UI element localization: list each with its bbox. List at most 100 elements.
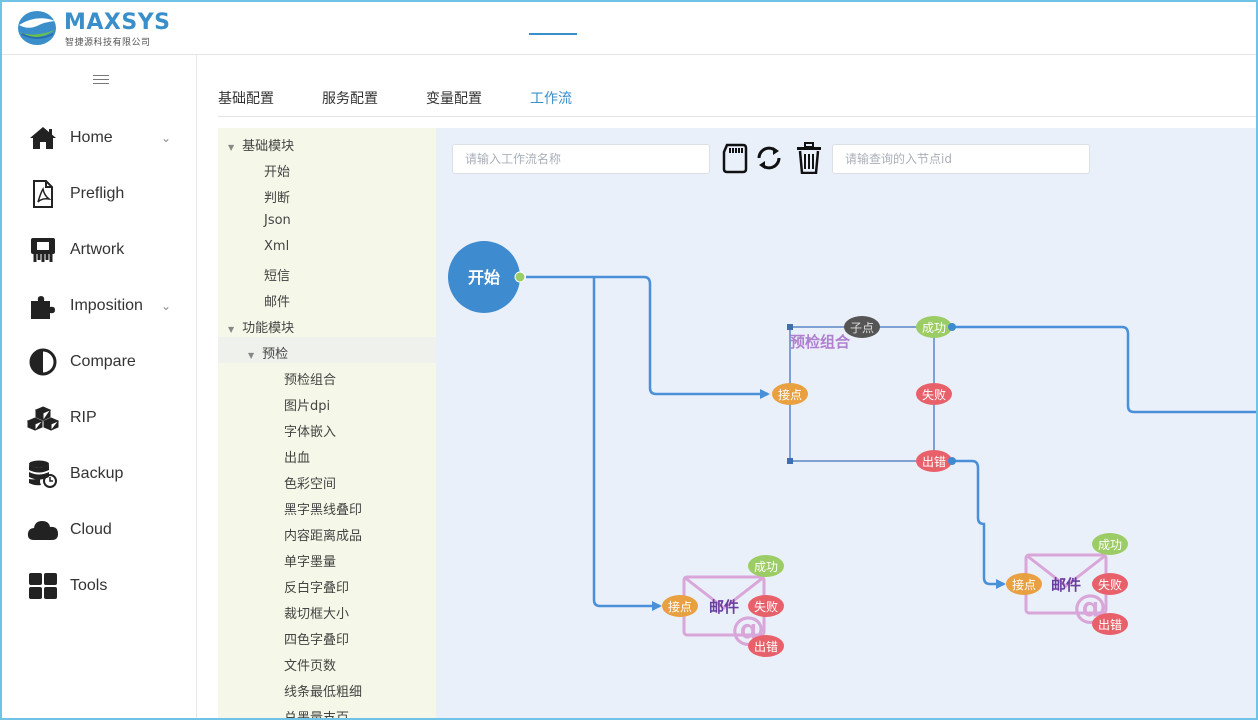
sidebar-item-label: Backup (70, 465, 124, 482)
workflow-name-input[interactable] (452, 144, 710, 174)
workflow-edges (526, 275, 1258, 611)
grid-icon (26, 571, 60, 601)
caret-down-icon: ▼ (248, 351, 255, 360)
sidebar-item-label: Cloud (70, 521, 112, 538)
success-port-label: 成功 (1098, 538, 1122, 552)
edge-start-to-preflight[interactable] (526, 275, 770, 399)
tree-item-reverse-text[interactable]: 反白字叠印 (284, 581, 350, 596)
node-start[interactable]: 开始 (448, 241, 526, 313)
logo-name: MAXSYS (64, 10, 171, 35)
module-tree: ▼基础模块 开始 判断 Json Xml 短信 邮件 ▼功能模块 ▼ 预检 预检组… (218, 128, 436, 720)
sidebar-item-label: Compare (70, 353, 136, 370)
sidebar-item-prefligh[interactable]: Prefligh (0, 172, 196, 216)
sidebar-item-label: Tools (70, 577, 108, 594)
logo-mark-icon (18, 11, 56, 45)
success-port-label: 成功 (922, 321, 946, 335)
tree-item-black-overprint[interactable]: 黑字黑线叠印 (284, 503, 363, 518)
error-port-label: 出错 (1098, 618, 1122, 632)
tree-group-basic[interactable]: ▼基础模块 (228, 135, 294, 154)
fail-port-label: 失败 (754, 599, 778, 614)
cloud-icon (26, 515, 60, 545)
tab-service-config[interactable]: 服务配置 (322, 91, 378, 107)
entry-port-label: 接点 (1012, 577, 1036, 592)
error-port-label: 出错 (754, 640, 778, 654)
entry-port-label: 接点 (778, 387, 802, 402)
success-port-label: 成功 (754, 560, 778, 574)
sidebar-item-tools[interactable]: Tools (0, 564, 196, 608)
chevron-down-icon: ⌄ (161, 299, 172, 313)
tab-variable-config[interactable]: 变量配置 (426, 91, 482, 107)
sidebar-item-imposition[interactable]: Imposition ⌄ (0, 284, 196, 328)
tree-item-json[interactable]: Json (264, 213, 291, 228)
sidebar-item-label: Home (70, 129, 113, 146)
edge-error-to-mail[interactable] (954, 459, 1006, 589)
tree-selection-highlight (218, 337, 436, 363)
edge-start-to-mail[interactable] (592, 277, 662, 611)
tree-item-preflight-combo[interactable]: 预检组合 (284, 373, 337, 388)
cubes-icon (26, 403, 60, 433)
hamburger-menu-icon[interactable] (93, 75, 109, 85)
sidebar-item-compare[interactable]: Compare (0, 340, 196, 384)
tree-group-function[interactable]: ▼功能模块 (228, 317, 294, 336)
sidebar-item-artwork[interactable]: Artwork (0, 228, 196, 272)
tree-item-font-embed[interactable]: 字体嵌入 (284, 425, 337, 440)
node-start-label: 开始 (468, 268, 500, 287)
tree-item-judge[interactable]: 判断 (264, 191, 291, 206)
sidebar-item-backup[interactable]: Backup (0, 452, 196, 496)
node-mail-2[interactable]: @ 邮件 接点 成功 失败 出错 (1006, 533, 1128, 635)
node-preflight-combo[interactable]: 预检组合 子点 接点 成功 失败 出错 (772, 316, 956, 472)
tree-item-line-width[interactable]: 线条最低粗细 (284, 685, 363, 700)
tree-item-bleed[interactable]: 出血 (284, 451, 311, 466)
tree-item-image-dpi[interactable]: 图片dpi (284, 399, 331, 414)
node-mail-label: 邮件 (709, 598, 739, 616)
config-tabs: 基础配置 服务配置 变量配置 工作流 (218, 80, 1258, 117)
error-port-label: 出错 (922, 455, 946, 469)
tree-item-page-count[interactable]: 文件页数 (284, 659, 337, 674)
tree-item-color-space[interactable]: 色彩空间 (284, 477, 337, 492)
tree-item-xml[interactable]: Xml (264, 239, 290, 254)
sidebar-item-label: Artwork (70, 241, 125, 258)
database-icon (26, 459, 60, 489)
sidebar-item-label: Imposition (70, 297, 143, 314)
tree-item-total-ink[interactable]: 总墨量支百 (284, 711, 350, 720)
logo-subtitle: 智捷源科技有限公司 (65, 38, 151, 48)
edge-success-out[interactable] (954, 325, 1258, 414)
tree-item-mail[interactable]: 邮件 (264, 295, 291, 310)
sidebar-item-label: Prefligh (70, 185, 125, 202)
contrast-icon (26, 347, 60, 377)
active-tab-indicator (529, 33, 577, 35)
maxsys-logo[interactable]: MAXSYS 智捷源科技有限公司 (16, 8, 176, 48)
tree-item-single-ink[interactable]: 单字墨量 (284, 555, 337, 570)
entry-port-label: 接点 (668, 599, 692, 614)
node-preflight-combo-label: 预检组合 (790, 333, 851, 351)
sidebar-item-rip[interactable]: RIP (0, 396, 196, 440)
tree-item-trim-size[interactable]: 裁切框大小 (284, 607, 350, 622)
node-mail-1[interactable]: @ 邮件 接点 成功 失败 出错 (662, 555, 784, 657)
workflow-canvas[interactable]: 开始 预检组合 子点 接点 成功 失败 出错 @ 邮件 (436, 128, 1258, 720)
sidebar-item-home[interactable]: Home ⌄ (0, 116, 196, 160)
tree-item-content-distance[interactable]: 内容距离成品 (284, 529, 363, 544)
sub-port-label: 子点 (850, 321, 874, 335)
node-id-search-input[interactable] (832, 144, 1090, 174)
tree-item-start[interactable]: 开始 (264, 165, 291, 180)
tab-workflow[interactable]: 工作流 (530, 91, 572, 107)
sidebar-item-cloud[interactable]: Cloud (0, 508, 196, 552)
caret-down-icon: ▼ (228, 325, 235, 334)
app-header: MAXSYS 智捷源科技有限公司 (0, 0, 1258, 55)
sd-card-icon[interactable] (720, 142, 750, 174)
fail-port-label: 失败 (922, 387, 946, 402)
fail-port-label: 失败 (1098, 577, 1122, 592)
tree-group-preflight[interactable]: ▼ 预检 (248, 343, 288, 362)
trash-icon[interactable] (794, 142, 824, 174)
workflow-graph: 开始 预检组合 子点 接点 成功 失败 出错 @ 邮件 (448, 241, 1258, 657)
sidebar-item-label: RIP (70, 409, 97, 426)
refresh-icon[interactable] (754, 142, 784, 174)
tree-group-label: 预检 (262, 347, 289, 362)
artwork-icon (26, 235, 60, 265)
puzzle-icon (26, 291, 60, 321)
node-mail-label: 邮件 (1051, 576, 1081, 594)
tree-item-cmyk-text[interactable]: 四色字叠印 (284, 633, 350, 648)
tab-basic-config[interactable]: 基础配置 (218, 91, 274, 107)
sidebar: Home ⌄ Prefligh Artwork Imposition ⌄ Com… (0, 55, 197, 720)
tree-item-sms[interactable]: 短信 (264, 269, 291, 284)
